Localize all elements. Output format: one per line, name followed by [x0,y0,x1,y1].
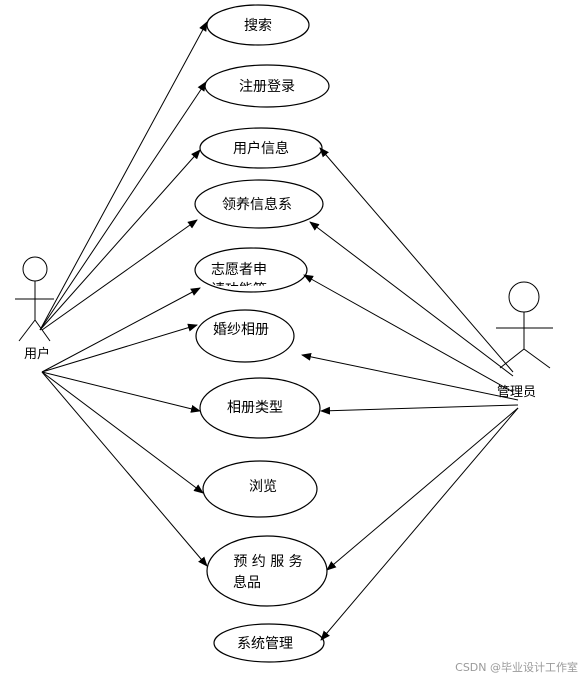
actor-admin [496,281,553,369]
assoc-admin-system-mgmt [320,407,519,641]
watermark: CSDN @毕业设计工作室 [455,660,578,674]
actor-user-right-leg [34,319,51,342]
usecase-search-label: 搜索 [244,17,272,34]
assoc-user-search [39,21,208,331]
usecase-system-mgmt-label: 系统管理 [237,636,293,652]
assoc-user-volunteer [41,287,201,373]
actor-admin-left-leg [499,348,525,369]
actor-admin-head [508,281,540,313]
assoc-admin-volunteer [303,274,514,393]
assoc-admin-album-type [320,404,519,415]
assoc-admin-wedding-album [301,352,519,401]
actor-admin-right-leg [523,348,551,369]
assoc-user-booking [41,371,208,567]
usecase-wedding-album-label: 婚纱相册 [213,322,269,338]
usecase-volunteer [194,247,308,293]
usecase-booking-label-1: 预 约 服 务 [233,554,302,570]
assoc-user-wedding-album [41,323,198,373]
usecase-register-login-label: 注册登录 [239,79,295,95]
assoc-user-browse [41,371,204,494]
usecase-browse-label: 浏览 [249,479,277,495]
actor-user [15,256,54,342]
assoc-admin-booking [326,407,519,571]
actor-admin-label: 管理员 [497,385,536,400]
usecase-system-mgmt [213,623,325,663]
usecase-volunteer-label-1: 志愿者申 [211,262,267,278]
usecase-booking [206,535,328,607]
usecase-adoption-info [194,179,324,229]
assoc-user-register-login [39,81,207,331]
actor-user-left-leg [18,319,36,342]
usecase-adoption-info-label: 领养信息系 [222,196,292,213]
usecase-wedding-album [195,309,295,363]
assoc-user-user-info [39,149,201,331]
assoc-admin-adoption-info [309,221,514,377]
assoc-admin-user-info [319,147,514,373]
usecase-album-type-label: 相册类型 [227,400,283,416]
actor-user-label: 用户 [24,346,50,362]
assoc-user-album-type [41,371,201,413]
usecase-user-info-label: 用户信息 [233,140,289,157]
actor-user-head [22,256,48,282]
assoc-user-adoption-info [41,219,198,331]
usecase-volunteer-label-2: 请功能等 [211,281,267,298]
usecase-booking-label-2: 息品 [233,574,261,591]
